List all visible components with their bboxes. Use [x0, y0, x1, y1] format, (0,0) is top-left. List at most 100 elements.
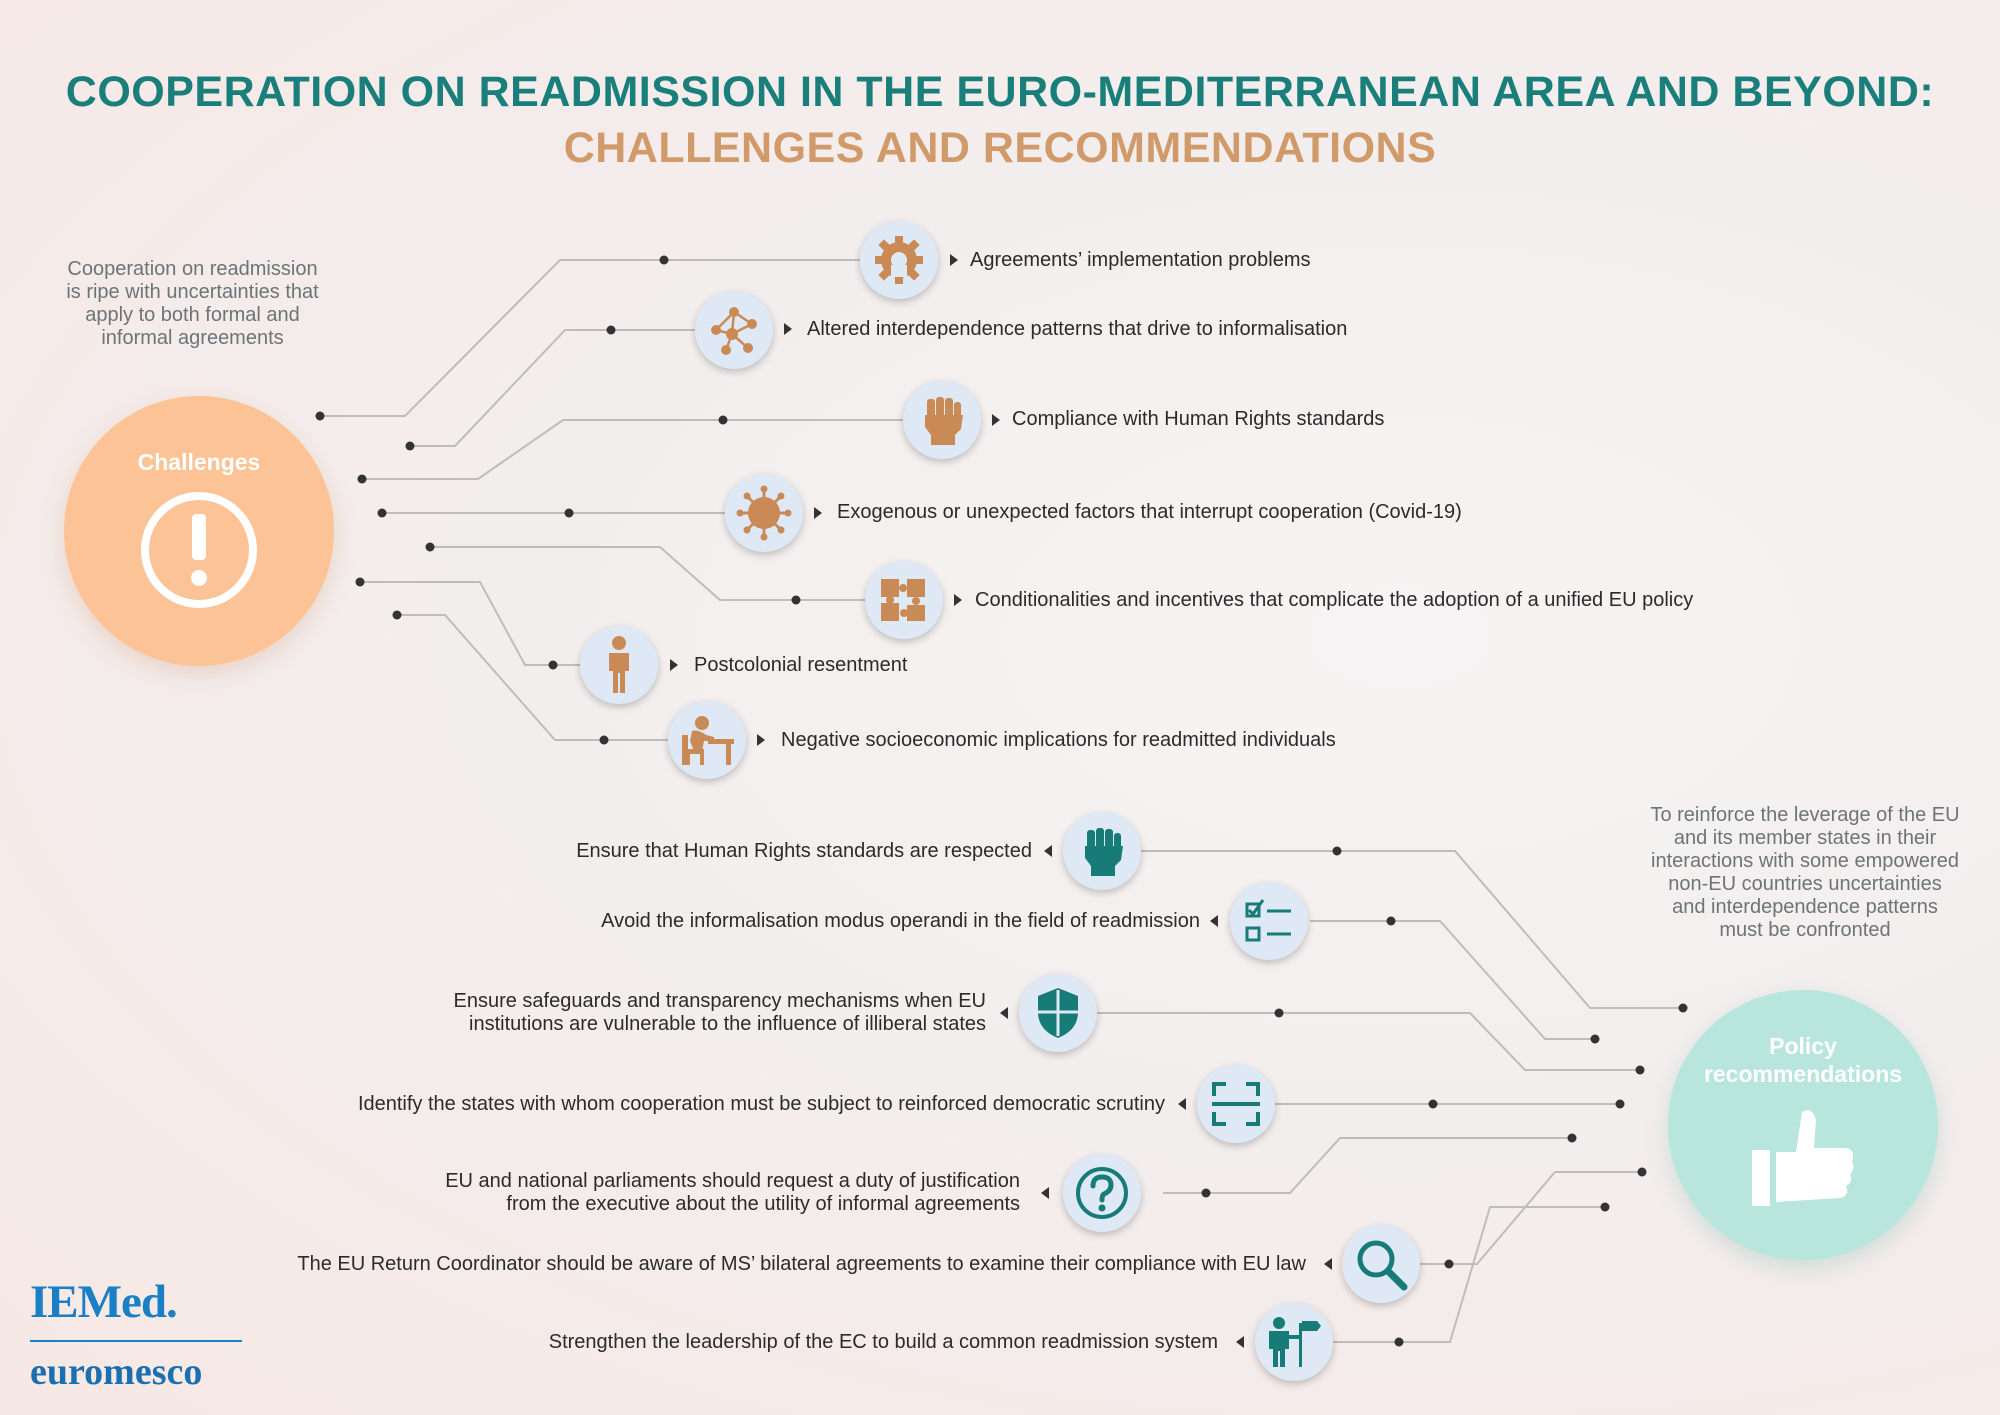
connector-dot — [1637, 1167, 1647, 1177]
question-mark-icon — [1076, 1167, 1128, 1219]
challenge-label-3: Compliance with Human Rights standards — [1012, 408, 1385, 430]
bullet-arrow — [757, 734, 765, 746]
policy-hub-label: Policy recommendations — [1703, 1033, 1903, 1087]
challenge-icon-circle-2 — [695, 291, 773, 369]
gears-icon — [875, 236, 923, 284]
connector-dot — [599, 735, 609, 745]
connector-dot — [1615, 1099, 1625, 1109]
connector-dot — [355, 577, 365, 587]
challenges-hub-label: Challenges — [137, 449, 261, 475]
magnifier-icon — [1357, 1240, 1408, 1291]
policy-label-7: Strengthen the leadership of the EC to b… — [548, 1331, 1218, 1353]
connector-dot — [1678, 1003, 1688, 1013]
bullet-arrow — [954, 594, 962, 606]
connector-line — [397, 614, 668, 741]
bullet-arrow — [1000, 1007, 1008, 1019]
connector-dot — [548, 660, 558, 670]
challenge-icon-circle-5 — [865, 561, 943, 639]
challenge-icon-circle-7 — [668, 701, 746, 779]
challenge-label-1: Agreements’ implementation problems — [970, 249, 1311, 271]
bullet-arrow — [1178, 1098, 1186, 1110]
page-title: COOPERATION ON READMISSION IN THE EURO-M… — [65, 68, 1935, 116]
connector-line — [1333, 1206, 1605, 1343]
connector-line — [430, 546, 865, 601]
scan-frame-icon — [1212, 1082, 1260, 1126]
connector-dot — [1394, 1337, 1404, 1347]
connector-line — [362, 419, 903, 480]
raised-fist-icon — [925, 397, 963, 445]
connector-line — [1420, 1171, 1642, 1265]
challenge-icon-circle-6 — [580, 626, 658, 704]
connector-dot — [357, 474, 367, 484]
policy-intro: To reinforce the leverage of the EU and … — [1650, 804, 1960, 941]
puzzle-icon — [881, 579, 925, 621]
policy-icon-circle-4 — [1197, 1065, 1275, 1143]
connector-dot — [718, 415, 728, 425]
connector-dot — [1428, 1099, 1438, 1109]
policy-label-2: Avoid the informalisation modus operandi… — [601, 910, 1200, 932]
leader-sign-icon — [1269, 1317, 1321, 1367]
connector-line — [1095, 1012, 1640, 1071]
connector-dot — [377, 508, 387, 518]
connector-dot — [405, 441, 415, 451]
bullet-arrow — [1210, 915, 1218, 927]
connector-line — [360, 581, 580, 666]
person-standing-icon — [609, 636, 629, 693]
policy-icon-circle-5 — [1063, 1154, 1141, 1232]
raised-fist-icon — [1085, 828, 1123, 876]
policy-icon-circle-6 — [1342, 1225, 1420, 1303]
iemed-logo: IEMed. — [30, 1276, 178, 1328]
logo-divider — [30, 1340, 242, 1342]
connector-dot — [1567, 1133, 1577, 1143]
exclamation-icon — [141, 492, 257, 608]
connector-line — [1163, 1137, 1572, 1194]
checklist-icon — [1245, 899, 1291, 942]
connector-dot — [1201, 1188, 1211, 1198]
connector-dot — [1590, 1034, 1600, 1044]
challenges-hub: Challenges — [64, 396, 334, 666]
policy-icon-circle-1 — [1063, 812, 1141, 890]
shield-icon — [1038, 988, 1078, 1038]
bullet-arrow — [1044, 845, 1052, 857]
connector-dot — [425, 542, 435, 552]
challenge-label-2: Altered interdependence patterns that dr… — [807, 318, 1348, 340]
challenge-icon-circle-4 — [725, 474, 803, 552]
bullet-arrow — [814, 507, 822, 519]
connector-dot — [315, 411, 325, 421]
policy-label-6: The EU Return Coordinator should be awar… — [297, 1253, 1306, 1275]
policy-icon-circle-2 — [1230, 882, 1308, 960]
challenge-icon-circle-1 — [860, 221, 938, 299]
challenge-label-5: Conditionalities and incentives that com… — [975, 589, 1694, 611]
bullet-arrow — [1041, 1187, 1049, 1199]
policy-label-3: Ensure safeguards and transparency mecha… — [453, 990, 987, 1035]
connector-dot — [606, 325, 616, 335]
bullet-arrow — [670, 659, 678, 671]
challenge-label-7: Negative socioeconomic implications for … — [781, 729, 1336, 751]
connector-line — [410, 329, 695, 447]
policy-hub: Policy recommendations — [1668, 990, 1938, 1260]
connector-dot — [392, 610, 402, 620]
connector-line — [1141, 850, 1683, 1009]
bullet-arrow — [1324, 1258, 1332, 1270]
connector-dot — [1386, 916, 1396, 926]
euromesco-logo: euromesco — [30, 1351, 203, 1393]
challenge-icon-circle-3 — [903, 381, 981, 459]
connector-dot — [791, 595, 801, 605]
policy-label-1: Ensure that Human Rights standards are r… — [576, 840, 1032, 862]
virus-icon — [736, 485, 792, 541]
connector-dot — [1332, 846, 1342, 856]
challenge-label-6: Postcolonial resentment — [694, 654, 908, 676]
connector-dot — [1444, 1259, 1454, 1269]
connector-dot — [1600, 1202, 1610, 1212]
connector-line — [320, 259, 860, 417]
bullet-arrow — [784, 323, 792, 335]
bullet-arrow — [1236, 1336, 1244, 1348]
policy-icon-circle-7 — [1255, 1303, 1333, 1381]
connector-dot — [1274, 1008, 1284, 1018]
bullet-arrow — [992, 414, 1000, 426]
thumbs-up-icon — [1752, 1110, 1854, 1206]
connector-dot — [1635, 1065, 1645, 1075]
connector-dot — [564, 508, 574, 518]
policy-label-4: Identify the states with whom cooperatio… — [357, 1093, 1165, 1115]
